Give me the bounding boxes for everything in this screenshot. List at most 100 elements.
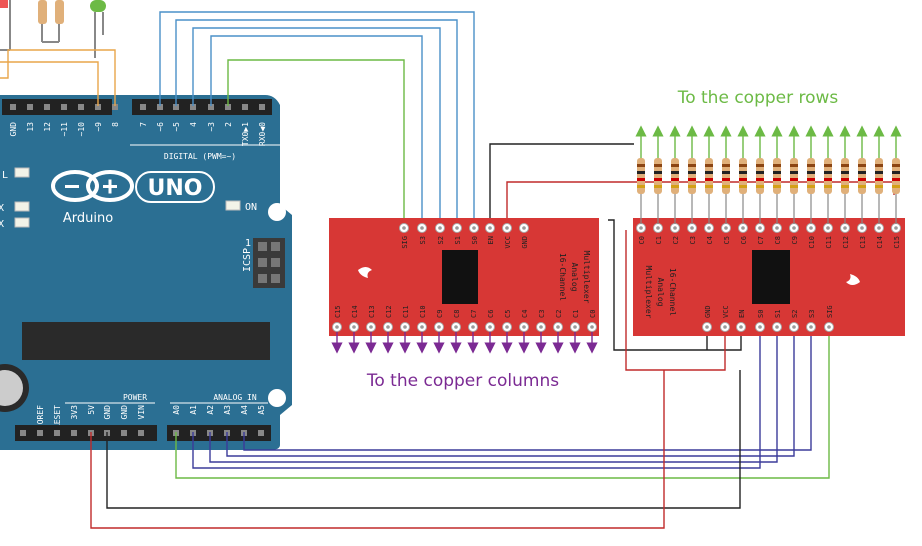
mux-right-bottom-pin-label: S0 xyxy=(757,310,765,318)
resistor xyxy=(841,158,849,194)
mux-left-bottom-pin-label: C6 xyxy=(487,310,495,318)
top-resistors-and-led xyxy=(0,0,106,58)
power-pin-hole xyxy=(138,430,144,436)
wire-sig-left xyxy=(227,59,405,228)
resistor xyxy=(790,158,798,194)
mux-right-top-pin-label: C12 xyxy=(842,236,850,249)
wire-s0-right xyxy=(192,328,761,469)
resistor xyxy=(739,158,747,194)
mux-left-title-3: Multiplexer xyxy=(582,251,591,304)
resistor xyxy=(688,158,696,194)
status-leds: L TX RX ON xyxy=(0,167,257,230)
digital-pin-hole xyxy=(95,104,101,110)
digital-label: DIGITAL (PWM=~) xyxy=(164,152,236,161)
mux-right-bottom-pin-label: S1 xyxy=(774,310,782,318)
digital-pin-label: 2 xyxy=(224,122,233,127)
mux-right-top-pin-label: C13 xyxy=(859,236,867,249)
mux-left-title-2: Analog xyxy=(570,263,579,292)
mux-left-title-1: 16-Channel xyxy=(558,253,567,301)
wire-gnd-bottom xyxy=(106,370,741,509)
mux-right-title-2: Analog xyxy=(656,278,665,307)
digital-pin-label: RX0◀0 xyxy=(258,122,267,146)
mux-left-bottom-pin-label: C13 xyxy=(368,305,376,318)
mux-right-bottom-pin-label: SIG xyxy=(826,305,834,318)
power-pin-hole xyxy=(54,430,60,436)
mux-left-bottom-pin-label: C11 xyxy=(402,305,410,318)
mux-left-bottom-pin-label: C3 xyxy=(538,310,546,318)
wire-s0 xyxy=(159,11,475,228)
analog-pin-label: A0 xyxy=(172,405,181,415)
mux-right-top-pin-label: C10 xyxy=(808,236,816,249)
resistor xyxy=(705,158,713,194)
wire-gnd-top xyxy=(489,143,634,228)
mux-right-top-pin-label: C4 xyxy=(706,236,714,244)
column-arrows xyxy=(331,332,598,354)
digital-header-low xyxy=(2,99,112,115)
resistor xyxy=(875,158,883,194)
mux-left-top-pin-label: GND xyxy=(521,236,529,249)
mux-left-bottom-pin-label: C12 xyxy=(385,305,393,318)
mux-left-top-pin-label: VCC xyxy=(504,236,512,249)
mux-right-top-pin-label: C7 xyxy=(757,236,765,244)
resistor xyxy=(38,0,47,24)
mux-right-bottom-pin-label: S2 xyxy=(791,310,799,318)
digital-pin-label: 12 xyxy=(43,122,52,132)
digital-pin-label: GND xyxy=(9,122,18,137)
resistor xyxy=(637,158,645,194)
arduino-logo: UNO Arduino xyxy=(51,170,215,226)
wire-s2-right xyxy=(226,328,795,457)
mux-left-top-pin-label: SIG xyxy=(401,236,409,249)
mux-right-top-pin-label: C6 xyxy=(740,236,748,244)
icsp-header: ICSP 1 xyxy=(242,238,285,288)
brand-text: Arduino xyxy=(63,211,113,226)
resistor xyxy=(671,158,679,194)
analog-pin-label: A2 xyxy=(206,405,215,415)
mux-right-chip xyxy=(752,250,790,304)
led-label-tx: TX xyxy=(0,203,4,214)
digital-pin-label: 4 xyxy=(189,122,198,127)
mux-right-top-pin-label: C5 xyxy=(723,236,731,244)
power-pin-label: 3V3 xyxy=(70,405,79,420)
mux-left-bottom-pin-label: C1 xyxy=(572,310,580,318)
wire-s1-right xyxy=(209,328,778,463)
resistor xyxy=(824,158,832,194)
digital-pin-label: 13 xyxy=(26,122,35,132)
microcontroller-chip xyxy=(22,322,270,360)
wire-pin9 xyxy=(0,61,99,106)
power-pin-label: GND xyxy=(120,405,129,420)
digital-pin-holes xyxy=(10,104,265,110)
icsp-label: ICSP xyxy=(242,248,253,272)
digital-header-high xyxy=(132,99,272,115)
digital-pin-hole xyxy=(112,104,118,110)
digital-pin-label: ~6 xyxy=(156,122,165,132)
analog-pin-label: A3 xyxy=(223,405,232,415)
mux-right-top-pin-label: C2 xyxy=(672,236,680,244)
wire-pin8 xyxy=(0,49,116,106)
wire-en xyxy=(608,219,742,351)
mounting-hole xyxy=(268,203,286,221)
row-resistors xyxy=(635,125,902,224)
digital-pin-hole xyxy=(242,104,248,110)
rows-title: To the copper rows xyxy=(677,88,839,108)
digital-pin-hole xyxy=(259,104,265,110)
power-pin-hole xyxy=(71,430,77,436)
power-pin-label: GND xyxy=(103,405,112,420)
resistor xyxy=(722,158,730,194)
digital-pin-hole xyxy=(208,104,214,110)
mux-right-title-1: 16-Channel xyxy=(668,268,677,316)
on-label: ON xyxy=(245,202,257,213)
mux-left-bottom-pin-label: C0 xyxy=(589,310,597,318)
mux-left-bottom-pin-label: C9 xyxy=(436,310,444,318)
power-header xyxy=(15,425,157,441)
mux-left-bottom-pin-label: C4 xyxy=(521,310,529,318)
wire-sig-right xyxy=(175,328,830,479)
resistor xyxy=(756,158,764,194)
digital-pin-hole xyxy=(61,104,67,110)
resistor xyxy=(55,0,64,24)
led-label-rx: RX xyxy=(0,219,4,230)
power-pin-label: IOREF xyxy=(36,405,45,429)
